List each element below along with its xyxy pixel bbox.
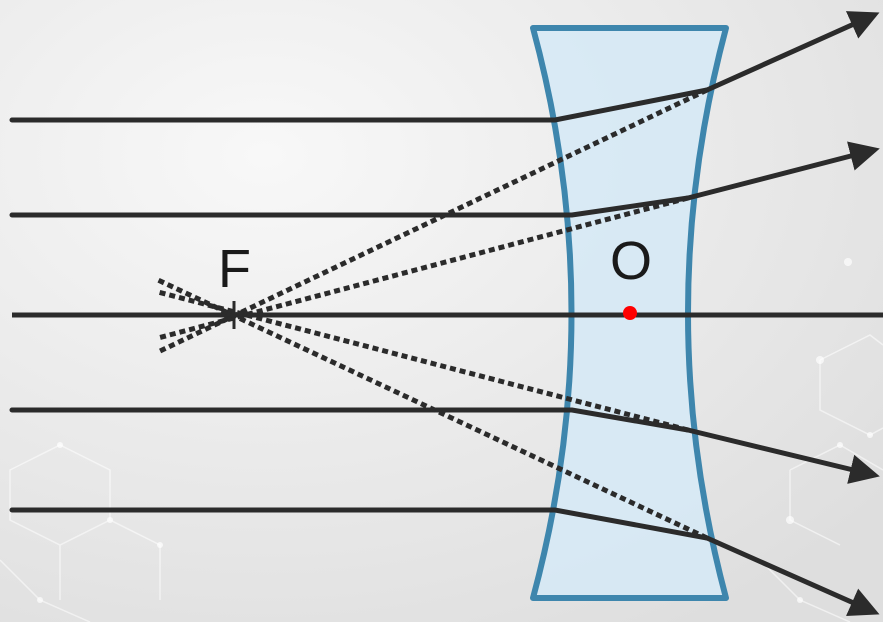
refracted-ray-4 <box>685 427 880 484</box>
ray-2 <box>9 195 691 218</box>
optical-center-dot <box>623 306 637 320</box>
refracted-ray-1 <box>704 11 880 93</box>
extension-ray-2 <box>157 195 689 341</box>
refracted-rays <box>685 11 880 616</box>
incoming-rays <box>9 87 710 541</box>
extension-ray-5 <box>156 277 709 541</box>
refracted-ray-2 <box>685 141 880 201</box>
ray-5 <box>9 507 710 541</box>
extension-ray-1 <box>156 87 709 355</box>
virtual-ray-extensions <box>156 87 709 541</box>
focal-point-label: F <box>218 239 251 299</box>
background-hex-dots <box>37 258 873 603</box>
refracted-ray-5 <box>704 535 880 616</box>
extension-ray-4 <box>157 289 689 433</box>
optical-center-label: O <box>610 231 652 291</box>
ray-1 <box>9 87 710 123</box>
ray-4 <box>9 407 691 433</box>
